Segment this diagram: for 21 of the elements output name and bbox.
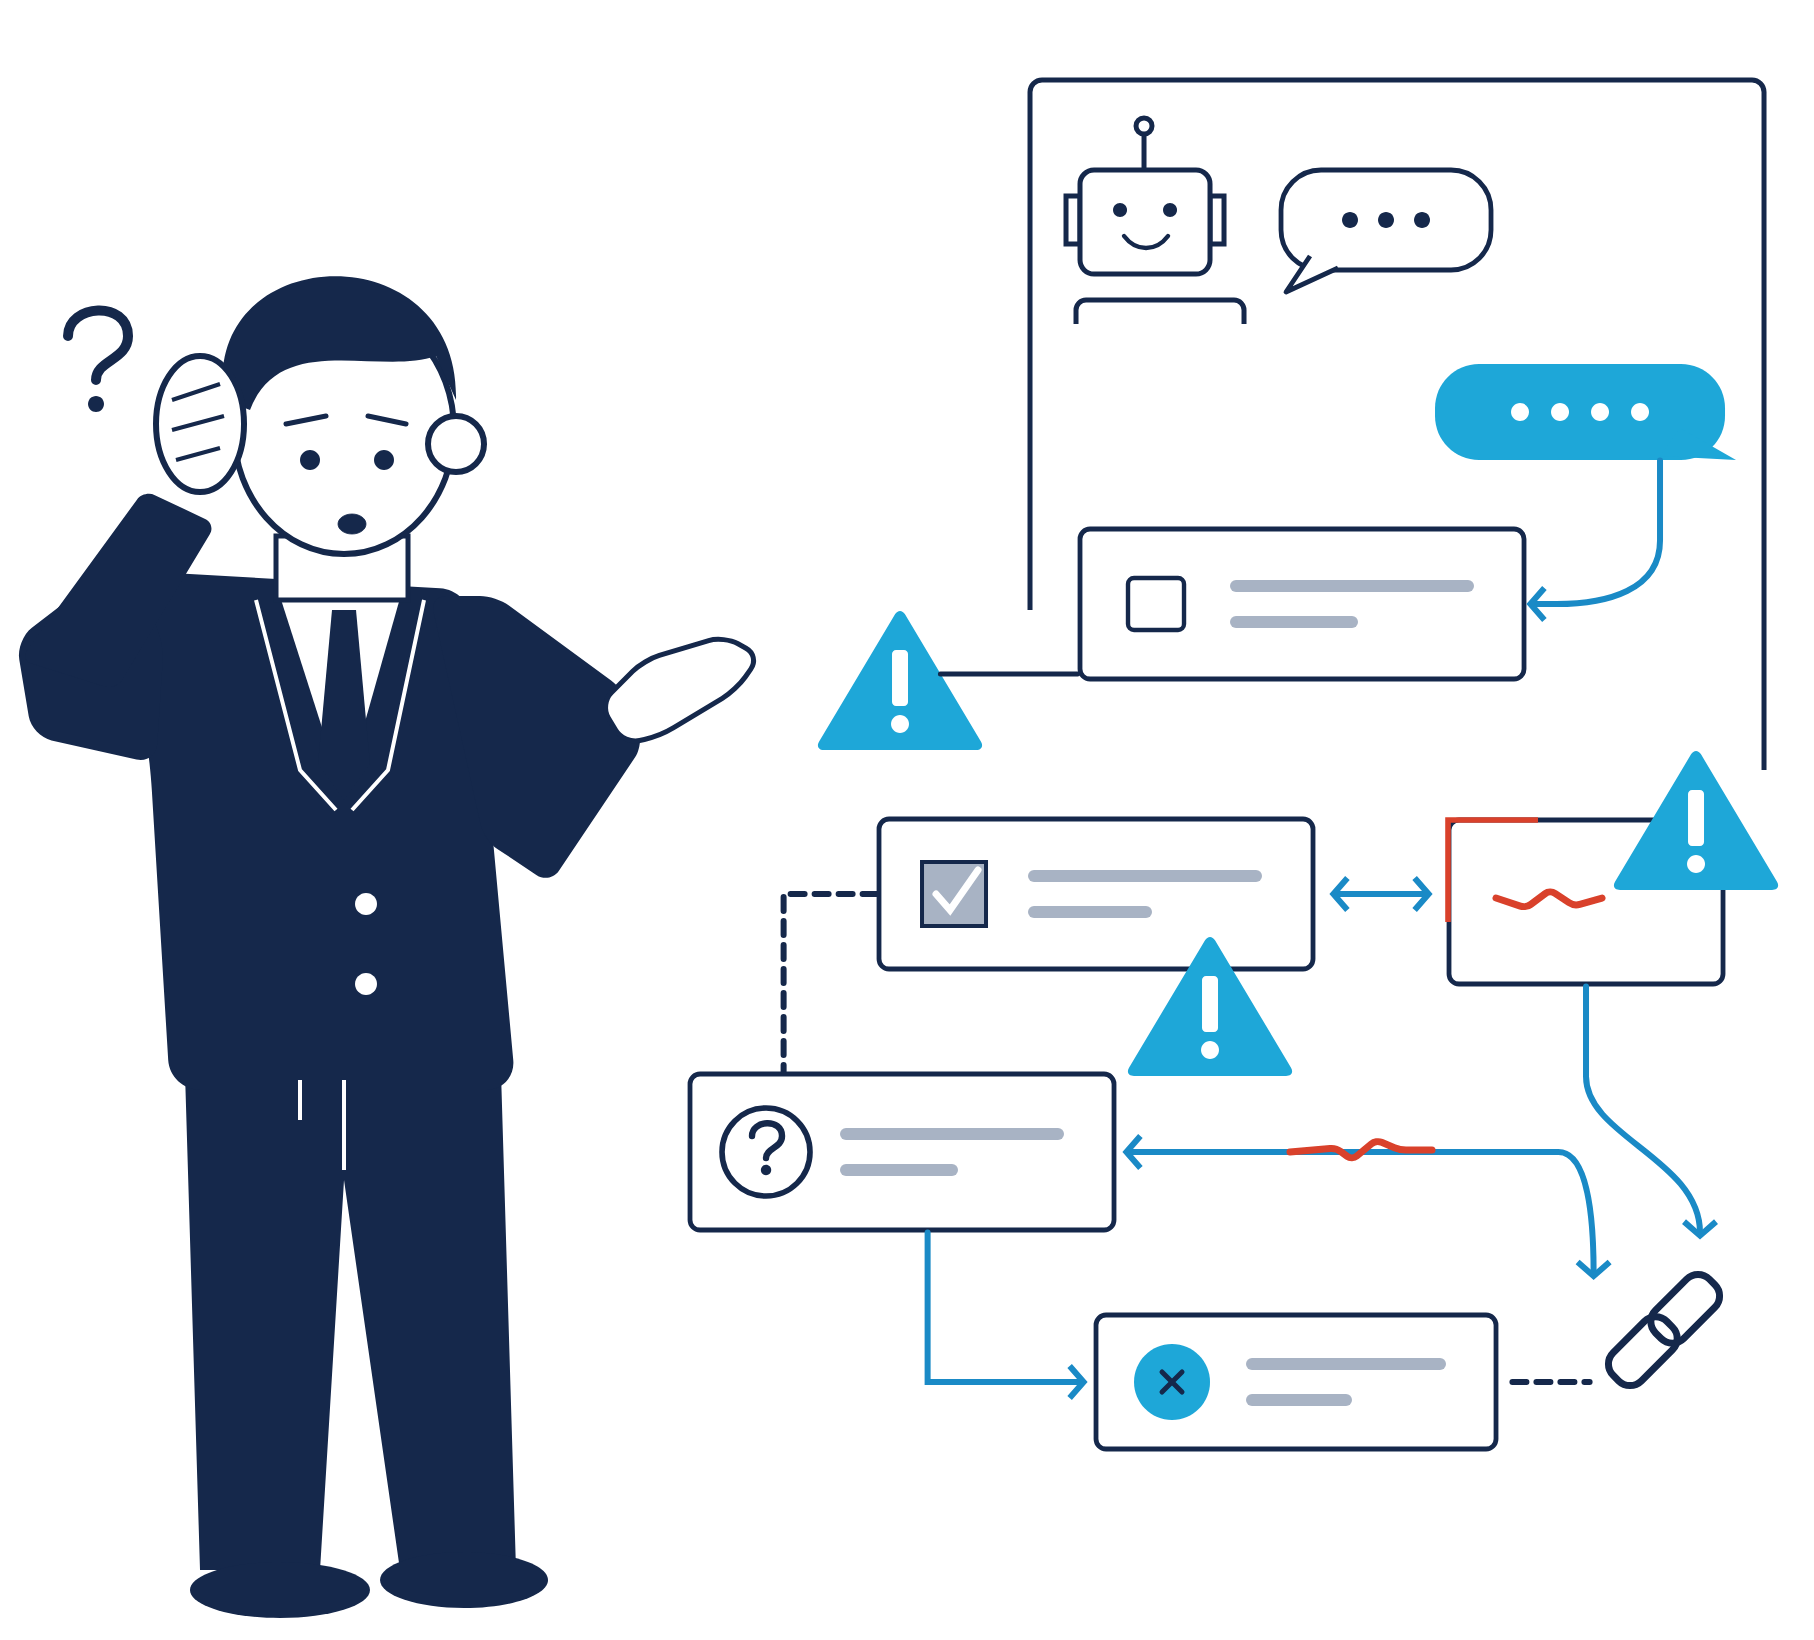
connector-line xyxy=(780,891,880,1075)
connector-line xyxy=(1509,1379,1593,1385)
panel-frame xyxy=(1027,77,1767,770)
arrow xyxy=(1583,983,1718,1240)
arrow xyxy=(1526,457,1663,622)
speech-bubble xyxy=(1435,364,1736,460)
robot-drawing xyxy=(1063,115,1247,324)
list-card xyxy=(876,816,1316,972)
speech-bubble xyxy=(1278,167,1494,295)
arrow xyxy=(924,1229,1088,1400)
arrow xyxy=(1329,876,1433,912)
list-card xyxy=(687,1071,1117,1233)
list-card xyxy=(1093,1312,1499,1452)
warning-triangle xyxy=(817,611,983,750)
list-card xyxy=(1077,526,1527,682)
person-drawing xyxy=(19,276,757,1618)
warning-triangle xyxy=(1127,937,1293,1076)
chain-link-icon xyxy=(1604,1270,1724,1390)
warning-triangle xyxy=(1613,751,1779,890)
arrow xyxy=(1122,1134,1612,1281)
connector-line xyxy=(937,671,1081,677)
